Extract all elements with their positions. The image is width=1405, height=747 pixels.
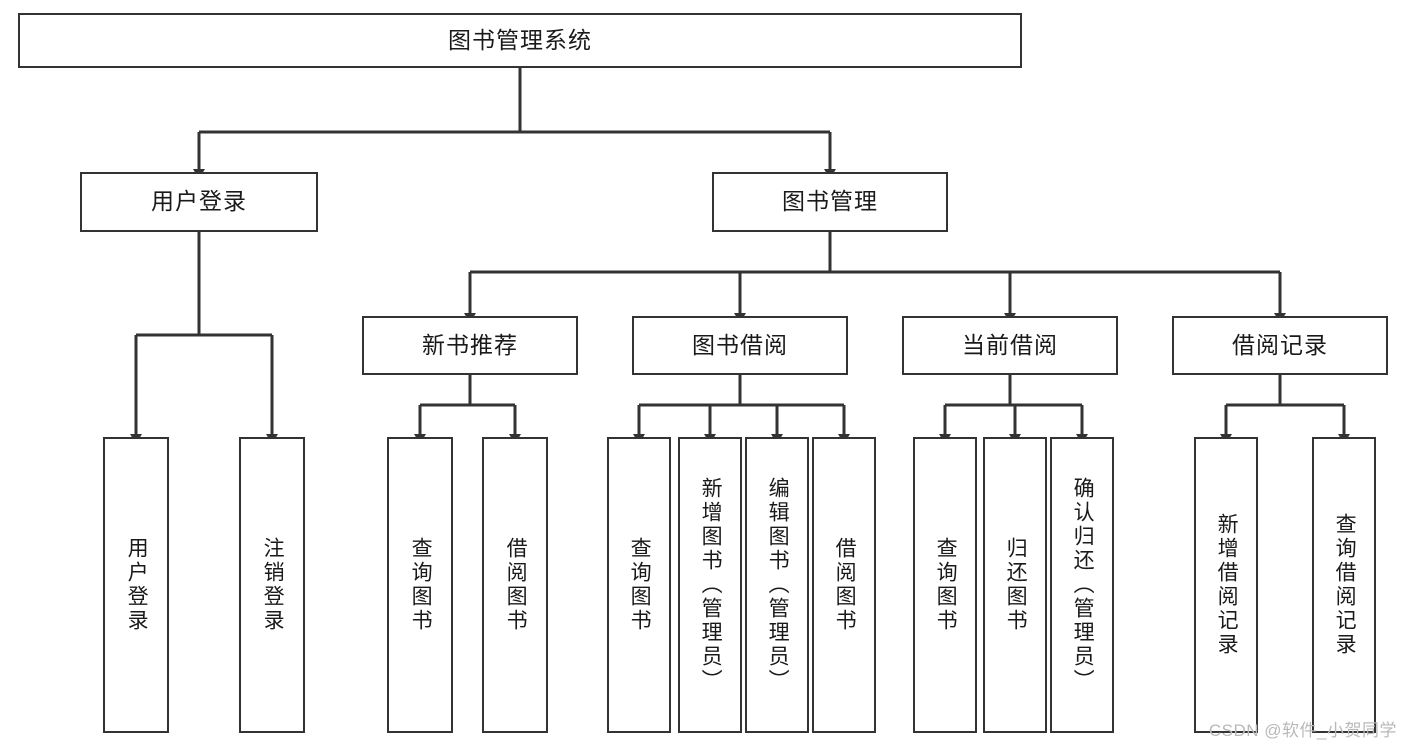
node-leaf-query-book-current[interactable]: 查询图书 [913, 437, 977, 733]
node-label-borrow-record: 借阅记录 [1232, 331, 1328, 358]
node-label-leaf-logout: 注销登录 [261, 537, 285, 633]
node-book-management[interactable]: 图书管理 [712, 172, 948, 232]
node-label-root: 图书管理系统 [448, 26, 592, 53]
watermark-label: CSDN @软件_小贺同学 [1208, 721, 1397, 740]
node-label-leaf-query-book-rec: 查询图书 [409, 537, 433, 633]
node-book-borrow[interactable]: 图书借阅 [632, 316, 848, 375]
node-leaf-add-book-admin[interactable]: 新增图书（管理员） [678, 437, 742, 733]
node-leaf-borrow-book-rec[interactable]: 借阅图书 [482, 437, 548, 733]
node-root[interactable]: 图书管理系统 [18, 13, 1022, 68]
node-label-leaf-borrow-book: 借阅图书 [833, 537, 857, 633]
node-label-leaf-borrow-book-rec: 借阅图书 [504, 537, 528, 633]
node-label-leaf-user-login: 用户登录 [125, 537, 149, 633]
node-leaf-confirm-return-admin[interactable]: 确认归还（管理员） [1050, 437, 1114, 733]
node-leaf-query-book-borrow[interactable]: 查询图书 [607, 437, 671, 733]
node-leaf-query-book-rec[interactable]: 查询图书 [387, 437, 453, 733]
node-label-leaf-query-book-borrow: 查询图书 [628, 537, 652, 633]
node-label-leaf-query-borrow-record: 查询借阅记录 [1333, 513, 1357, 657]
node-leaf-borrow-book[interactable]: 借阅图书 [812, 437, 876, 733]
node-label-leaf-add-borrow-record: 新增借阅记录 [1215, 513, 1239, 657]
node-label-current-borrow: 当前借阅 [962, 331, 1058, 358]
node-leaf-add-borrow-record[interactable]: 新增借阅记录 [1194, 437, 1258, 733]
node-label-book-borrow: 图书借阅 [692, 331, 788, 358]
node-label-book-management: 图书管理 [782, 188, 878, 215]
node-label-leaf-query-book-current: 查询图书 [934, 537, 958, 633]
node-label-user-login: 用户登录 [151, 188, 247, 215]
node-current-borrow[interactable]: 当前借阅 [902, 316, 1118, 375]
node-leaf-return-book[interactable]: 归还图书 [983, 437, 1047, 733]
node-label-leaf-add-book-admin: 新增图书（管理员） [699, 477, 723, 693]
node-label-leaf-confirm-return-admin: 确认归还（管理员） [1071, 477, 1095, 693]
node-leaf-query-borrow-record[interactable]: 查询借阅记录 [1312, 437, 1376, 733]
node-borrow-record[interactable]: 借阅记录 [1172, 316, 1388, 375]
node-leaf-logout[interactable]: 注销登录 [239, 437, 305, 733]
node-label-leaf-return-book: 归还图书 [1004, 537, 1028, 633]
node-new-book-recommend[interactable]: 新书推荐 [362, 316, 578, 375]
node-label-leaf-edit-book-admin: 编辑图书（管理员） [766, 477, 790, 693]
node-leaf-edit-book-admin[interactable]: 编辑图书（管理员） [745, 437, 809, 733]
node-label-new-book-recommend: 新书推荐 [422, 331, 518, 358]
node-user-login[interactable]: 用户登录 [80, 172, 318, 232]
node-leaf-user-login[interactable]: 用户登录 [103, 437, 169, 733]
